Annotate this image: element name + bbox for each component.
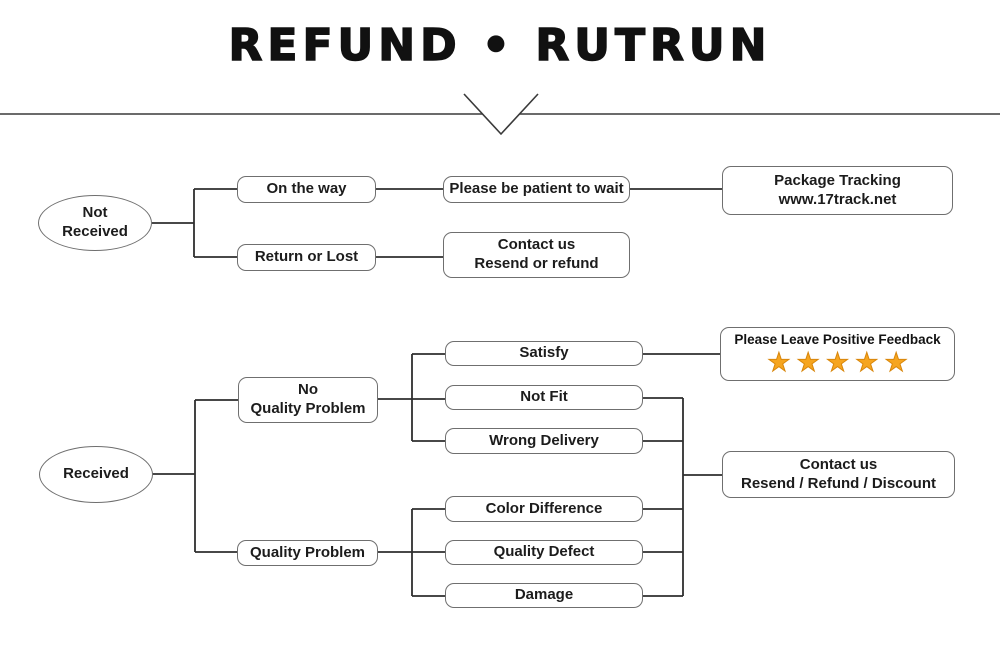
page-title: REFUND • RUTRUN xyxy=(228,19,772,72)
star-row: ★★★★★ xyxy=(764,349,911,377)
node-quality-defect: Quality Defect xyxy=(445,540,643,565)
star-icon: ★ xyxy=(855,347,879,378)
node-wrong-delivery: Wrong Delivery xyxy=(445,428,643,454)
star-icon: ★ xyxy=(825,347,850,378)
chevron-down-icon xyxy=(463,93,539,136)
node-return-or-lost: Return or Lost xyxy=(237,244,376,271)
node-package-tracking: Package Tracking www.17track.net xyxy=(722,166,953,215)
node-color-difference: Color Difference xyxy=(445,496,643,522)
received-connectors xyxy=(152,353,722,597)
node-contact-us-discount: Contact us Resend / Refund / Discount xyxy=(722,451,955,498)
node-quality-problem: Quality Problem xyxy=(237,540,378,566)
node-not-received: Not Received xyxy=(38,195,152,251)
node-received: Received xyxy=(39,446,153,503)
star-icon: ★ xyxy=(796,347,820,378)
node-no-quality-problem: No Quality Problem xyxy=(238,377,378,423)
star-icon: ★ xyxy=(767,347,791,378)
node-damage: Damage xyxy=(445,583,643,608)
feedback-label: Please Leave Positive Feedback xyxy=(734,332,941,348)
node-contact-us-resend-refund: Contact us Resend or refund xyxy=(443,232,630,278)
not-received-connectors xyxy=(152,188,722,258)
node-positive-feedback: Please Leave Positive Feedback ★★★★★ xyxy=(720,327,955,381)
node-please-be-patient: Please be patient to wait xyxy=(443,176,630,203)
node-satisfy: Satisfy xyxy=(445,341,643,366)
node-on-the-way: On the way xyxy=(237,176,376,203)
star-icon: ★ xyxy=(884,347,908,378)
node-not-fit: Not Fit xyxy=(445,385,643,410)
